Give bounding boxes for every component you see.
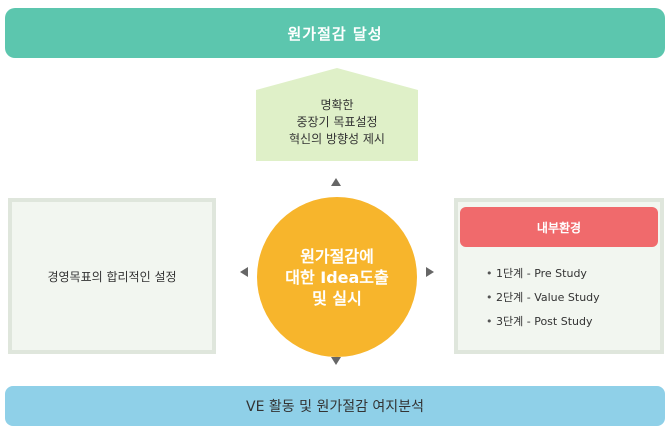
goal-banner: 원가절감 달성: [5, 8, 665, 58]
ve-analysis-banner: VE 활동 및 원가절감 여지분석: [5, 386, 665, 426]
internal-environment-header: 내부환경: [460, 207, 658, 247]
arrow-down-icon: [331, 357, 341, 365]
list-item: •3단계 - Post Study: [486, 310, 661, 334]
stage-label-3: 3단계 - Post Study: [496, 315, 593, 328]
management-goal-label: 경영목표의 합리적인 설정: [47, 269, 177, 284]
goal-setting-text: 명확한 중장기 목표설정 혁신의 방향성 제시: [256, 92, 418, 152]
arrow-right-icon: [426, 267, 434, 277]
list-item: •2단계 - Value Study: [486, 286, 661, 310]
bullet-icon: •: [486, 267, 493, 280]
stage-list: •1단계 - Pre Study •2단계 - Value Study •3단계…: [486, 262, 661, 334]
arrow-left-icon: [240, 267, 248, 277]
center-circle: 원가절감에 대한 Idea도출 및 실시: [257, 197, 417, 357]
stage-label-2: 2단계 - Value Study: [496, 291, 600, 304]
center-line-3: 및 실시: [312, 288, 362, 308]
center-line-1: 원가절감에: [300, 246, 374, 266]
goal-setting-line-3: 혁신의 방향성 제시: [289, 131, 385, 146]
center-line-2: 대한 Idea도출: [285, 267, 389, 287]
bullet-icon: •: [486, 315, 493, 328]
goal-setting-line-1: 명확한: [320, 97, 354, 112]
goal-setting-line-2: 중장기 목표설정: [296, 114, 378, 129]
stage-label-1: 1단계 - Pre Study: [496, 267, 587, 280]
bullet-icon: •: [486, 291, 493, 304]
goal-setting-shape: [256, 68, 418, 161]
list-item: •1단계 - Pre Study: [486, 262, 661, 286]
management-goal-box: 경영목표의 합리적인 설정: [8, 198, 216, 354]
arrow-up-icon: [331, 178, 341, 186]
